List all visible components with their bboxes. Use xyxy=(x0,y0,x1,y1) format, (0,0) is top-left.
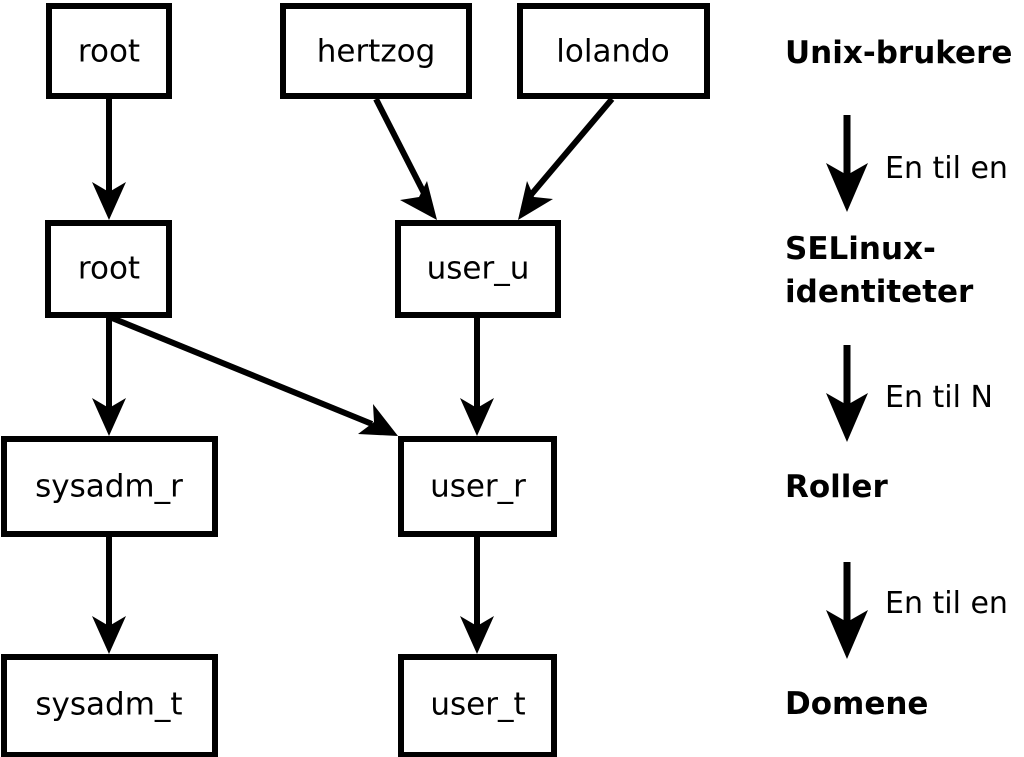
node-label: user_r xyxy=(430,469,526,505)
arrow-head-icon xyxy=(92,616,126,654)
legend-relation-label: En til N xyxy=(885,380,993,415)
node-label: lolando xyxy=(556,34,669,70)
legend-relation-label: En til en xyxy=(885,586,1008,621)
arrow-head-icon xyxy=(92,182,126,220)
node-unix-root[interactable]: root xyxy=(46,3,172,99)
arrow-head-icon xyxy=(518,181,553,220)
arrow-head-icon xyxy=(826,393,868,442)
node-domain-sysadm-t[interactable]: sysadm_t xyxy=(1,654,218,757)
node-role-sysadm-r[interactable]: sysadm_r xyxy=(1,436,218,537)
node-label: sysadm_r xyxy=(35,469,183,505)
node-label: user_t xyxy=(430,687,525,723)
arrow-head-icon xyxy=(460,616,494,654)
node-label: sysadm_t xyxy=(35,687,182,723)
legend-stage-roles: Roller xyxy=(785,469,888,505)
arrow-head-icon xyxy=(460,398,494,436)
arrow-head-icon xyxy=(826,163,868,212)
edge-lolando-to-user-u xyxy=(518,97,615,220)
node-label: root xyxy=(78,251,140,287)
legend-relation-label: En til en xyxy=(885,151,1008,186)
legend-stage-selinux-identities-line1: SELinux- xyxy=(785,231,936,267)
legend-arrow-one-to-n xyxy=(826,345,868,442)
node-label: root xyxy=(78,34,140,70)
arrow-head-icon xyxy=(358,404,398,436)
edge-selinux-root-to-sysadm-r xyxy=(92,318,126,436)
edge-hertzog-to-user-u xyxy=(373,97,437,220)
node-unix-lolando[interactable]: lolando xyxy=(517,3,710,99)
edge-user-u-to-user-r xyxy=(460,318,494,436)
node-selinux-root[interactable]: root xyxy=(45,220,172,318)
arrow-head-icon xyxy=(92,398,126,436)
node-role-user-r[interactable]: user_r xyxy=(398,436,557,537)
legend-stage-selinux-identities-line2: identiteter xyxy=(785,274,974,310)
arrow-head-icon xyxy=(400,181,437,220)
legend-stage-unix-users: Unix-brukere xyxy=(785,35,1012,71)
legend-stage-domains: Domene xyxy=(785,686,928,722)
node-label: user_u xyxy=(427,251,530,287)
legend-arrow-one-to-one-1 xyxy=(826,115,868,212)
node-label: hertzog xyxy=(317,34,436,70)
node-unix-hertzog[interactable]: hertzog xyxy=(280,3,472,99)
edge-user-r-to-user-t xyxy=(460,537,494,654)
edge-selinux-root-to-user-r xyxy=(110,315,398,436)
node-selinux-user-u[interactable]: user_u xyxy=(395,220,561,318)
arrow-head-icon xyxy=(826,610,868,659)
edge-unix-root-to-selinux-root xyxy=(92,99,126,220)
edge-sysadm-r-to-sysadm-t xyxy=(92,537,126,654)
legend-arrow-one-to-one-2 xyxy=(826,562,868,659)
node-domain-user-t[interactable]: user_t xyxy=(398,654,557,757)
